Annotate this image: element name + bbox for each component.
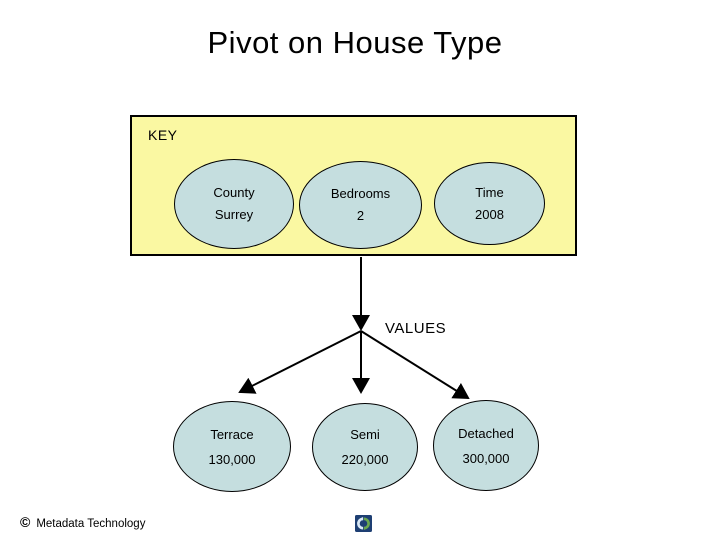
result-ellipse-semi-value: 220,000: [341, 452, 389, 467]
key-ellipse-time-value: 2008: [475, 206, 504, 222]
key-ellipse-time: Time 2008: [434, 162, 545, 245]
key-ellipse-county-name: County: [213, 185, 255, 200]
result-ellipse-terrace-name: Terrace: [210, 426, 254, 442]
copyright-icon: ©: [20, 514, 31, 530]
result-ellipse-terrace-value: 130,000: [208, 451, 256, 467]
key-ellipse-county-value: Surrey: [214, 207, 254, 222]
key-box-label: KEY: [148, 127, 178, 143]
key-ellipse-county: County Surrey: [174, 159, 294, 249]
key-ellipse-bedrooms: Bedrooms 2: [299, 161, 422, 249]
key-ellipse-bedrooms-value: 2: [356, 208, 365, 223]
result-ellipse-terrace: Terrace 130,000: [173, 401, 291, 492]
result-ellipse-semi-name: Semi: [350, 427, 380, 442]
key-ellipse-bedrooms-name: Bedrooms: [330, 186, 391, 201]
slide-title: Pivot on House Type: [207, 25, 503, 60]
result-ellipse-detached: Detached 300,000: [433, 400, 539, 491]
values-label: VALUES: [385, 320, 447, 337]
key-box: KEY County Surrey Bedrooms 2 Time 2008: [130, 115, 577, 256]
metadata-technology-logo-icon: [355, 515, 372, 532]
result-ellipse-detached-name: Detached: [458, 425, 514, 441]
key-ellipse-time-name: Time: [475, 184, 504, 200]
result-ellipse-semi: Semi 220,000: [312, 403, 418, 491]
footer-copyright: © Metadata Technology: [20, 514, 145, 530]
result-ellipse-detached-value: 300,000: [462, 450, 510, 466]
copyright-text: Metadata Technology: [36, 518, 146, 530]
